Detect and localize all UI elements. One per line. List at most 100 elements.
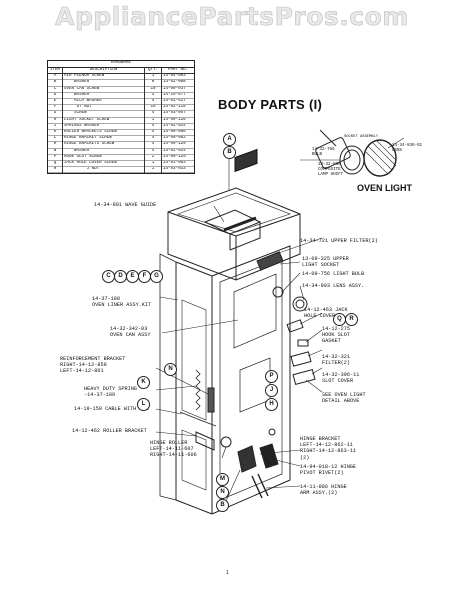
hardware-description: " " WASHER bbox=[62, 148, 145, 155]
callout-hook-slot-gasket: 14-12-275 HOOK SLOT GASKET bbox=[322, 326, 351, 345]
callout-hinge-bracket: HINGE BRACKET LEFT-14-12-862-11 RIGHT-14… bbox=[300, 436, 357, 461]
hardware-description: HINGE BRACKET SCREW bbox=[62, 135, 145, 142]
callout-upper-filter: 14-34-721 UPPER FILTER(2) bbox=[300, 238, 378, 244]
page-title: BODY PARTS (I) bbox=[218, 97, 323, 112]
hardware-item: J bbox=[48, 123, 63, 130]
callout-slot-cover: 14-32-396-11 SLOT COVER bbox=[322, 372, 360, 385]
col-qty: QTY. bbox=[144, 68, 162, 75]
circle-b: B bbox=[223, 146, 236, 159]
hardware-part-no: 14-93-033 bbox=[163, 167, 186, 172]
col-description: DESCRIPTION bbox=[62, 68, 145, 75]
circle-g: G bbox=[150, 270, 163, 283]
hardware-qty: 4 bbox=[144, 98, 162, 105]
hardware-part-no: 14-90-129 bbox=[163, 142, 186, 147]
circle-k: K bbox=[137, 376, 150, 389]
circle-r: R bbox=[345, 313, 358, 326]
callout-upper-socket: 13-09-325 UPPER LIGHT SOCKET bbox=[302, 256, 349, 269]
hardware-item: D bbox=[48, 92, 63, 99]
hardware-description: OVEN CAN SCREW bbox=[62, 86, 145, 93]
hardware-item: P bbox=[48, 154, 63, 161]
hardware-part-no: 14-92-024 bbox=[163, 123, 186, 128]
hardware-qty: 1 bbox=[144, 160, 162, 167]
hardware-description: LIGHT SOCKET SCREW bbox=[62, 117, 145, 124]
hardware-description: HOOK SLOT SCREW bbox=[62, 154, 145, 161]
hardware-item: L bbox=[48, 135, 63, 142]
hardware-description: ROLLER BRACKETS SCREW bbox=[62, 129, 145, 136]
circle-a: A bbox=[223, 133, 236, 146]
oven-light-title: OVEN LIGHT bbox=[357, 183, 413, 193]
circle-b-lower: B bbox=[216, 499, 229, 512]
hardware-part-no: 14-91-083 bbox=[163, 161, 186, 166]
hardware-item: N bbox=[48, 148, 63, 155]
callout-oven-can: 14-32-342-03 OVEN CAN ASSY bbox=[110, 326, 151, 339]
circle-l: L bbox=[137, 398, 150, 411]
callout-hinge-arm: 14-11-886 HINGE ARM ASSY.(2) bbox=[300, 484, 347, 497]
hardware-qty: 1 bbox=[144, 73, 162, 80]
hardware-qty: 4 bbox=[144, 141, 162, 149]
callout-hinge-roller: HINGE ROLLER LEFT-14-11-607 RIGHT-14-11-… bbox=[150, 440, 197, 459]
hardware-qty: 1 bbox=[144, 117, 162, 124]
hardware-qty: 4 bbox=[144, 110, 162, 118]
callout-oven-liner: 14-37-180 OVEN LINER ASSY.KIT bbox=[92, 296, 152, 309]
hardware-qty: 4 bbox=[144, 123, 162, 130]
hardware-item: E bbox=[48, 98, 63, 105]
oven-light-detail bbox=[300, 129, 405, 177]
hardware-part-no: 14-93-057 bbox=[163, 111, 186, 116]
circle-n-upper: N bbox=[164, 363, 177, 376]
hardware-description: " " MICA WASHER bbox=[62, 98, 145, 105]
hardware-qty: 4 bbox=[144, 135, 162, 142]
callout-heavy-duty-spring: HEAVY DUTY SPRING -14-37-189 bbox=[84, 386, 137, 399]
hardware-description: SPRINGS WASHER bbox=[62, 123, 145, 130]
hardware-qty: 4 bbox=[144, 92, 162, 99]
hardware-part-no: 14-19-677 bbox=[163, 92, 186, 97]
col-part-no: PART NO. bbox=[161, 68, 194, 75]
hardware-item: M bbox=[48, 141, 63, 149]
socket-assembly-label: SOCKET ASSEMBLY bbox=[344, 135, 379, 139]
circle-m: M bbox=[216, 473, 229, 486]
col-item: ITEM bbox=[48, 68, 63, 75]
callout-filter: 14-32-321 FILTER(2) bbox=[322, 354, 351, 367]
hardware-qty: 8 bbox=[144, 79, 162, 87]
hardware-item: H bbox=[48, 117, 63, 124]
circle-n-lower: N bbox=[216, 486, 229, 499]
hardware-item: G bbox=[48, 110, 63, 118]
hardware-part-no: 14-92-119 bbox=[163, 105, 186, 110]
hardware-part-no: 14-94-003 bbox=[163, 74, 186, 79]
hardware-qty: 4 bbox=[144, 129, 162, 136]
hardware-qty: 10 bbox=[144, 86, 162, 93]
hardware-qty: 1 bbox=[144, 166, 162, 173]
oven-light-composite-part: 14-32-836 COMPOSITE LAMP SHIFT bbox=[318, 163, 344, 177]
hardware-item: R bbox=[48, 166, 63, 173]
page-number: 1 bbox=[226, 570, 229, 576]
callout-roller-bracket: 14-12-462 ROLLER BRACKET bbox=[72, 428, 147, 434]
hardware-description: " " " " "J"NUT bbox=[62, 166, 145, 173]
hardware-part-no: 14-92-024 bbox=[163, 148, 186, 153]
callout-jack-hole-cover: 14-12-463 JACK HOLE COVER bbox=[304, 307, 348, 320]
hardware-item: B bbox=[48, 79, 63, 87]
hardware-description: JACK HOLE COVER SCREW bbox=[62, 160, 145, 167]
circle-h: H bbox=[265, 398, 278, 411]
oven-light-lens-part: 14-34-836-01 LENS bbox=[392, 144, 423, 153]
callout-light-bulb: 14-09-756 LIGHT BULB bbox=[302, 271, 365, 277]
hardware-part-no: 14-90-086 bbox=[163, 130, 186, 135]
hardware-description: HINGE BRACKETS SCREW bbox=[62, 141, 145, 149]
callout-wave-guide: 14-34-801 WAVE GUIDE bbox=[94, 202, 157, 208]
hardware-item: C bbox=[48, 86, 63, 93]
callout-see-oven-light: SEE OVEN LIGHT DETAIL ABOVE bbox=[322, 392, 366, 405]
hardware-description: " " WASHER bbox=[62, 79, 145, 87]
callout-reinforcement-bracket: REINFORCEMENT BRACKET RIGHT-14-12-859 LE… bbox=[60, 356, 126, 375]
